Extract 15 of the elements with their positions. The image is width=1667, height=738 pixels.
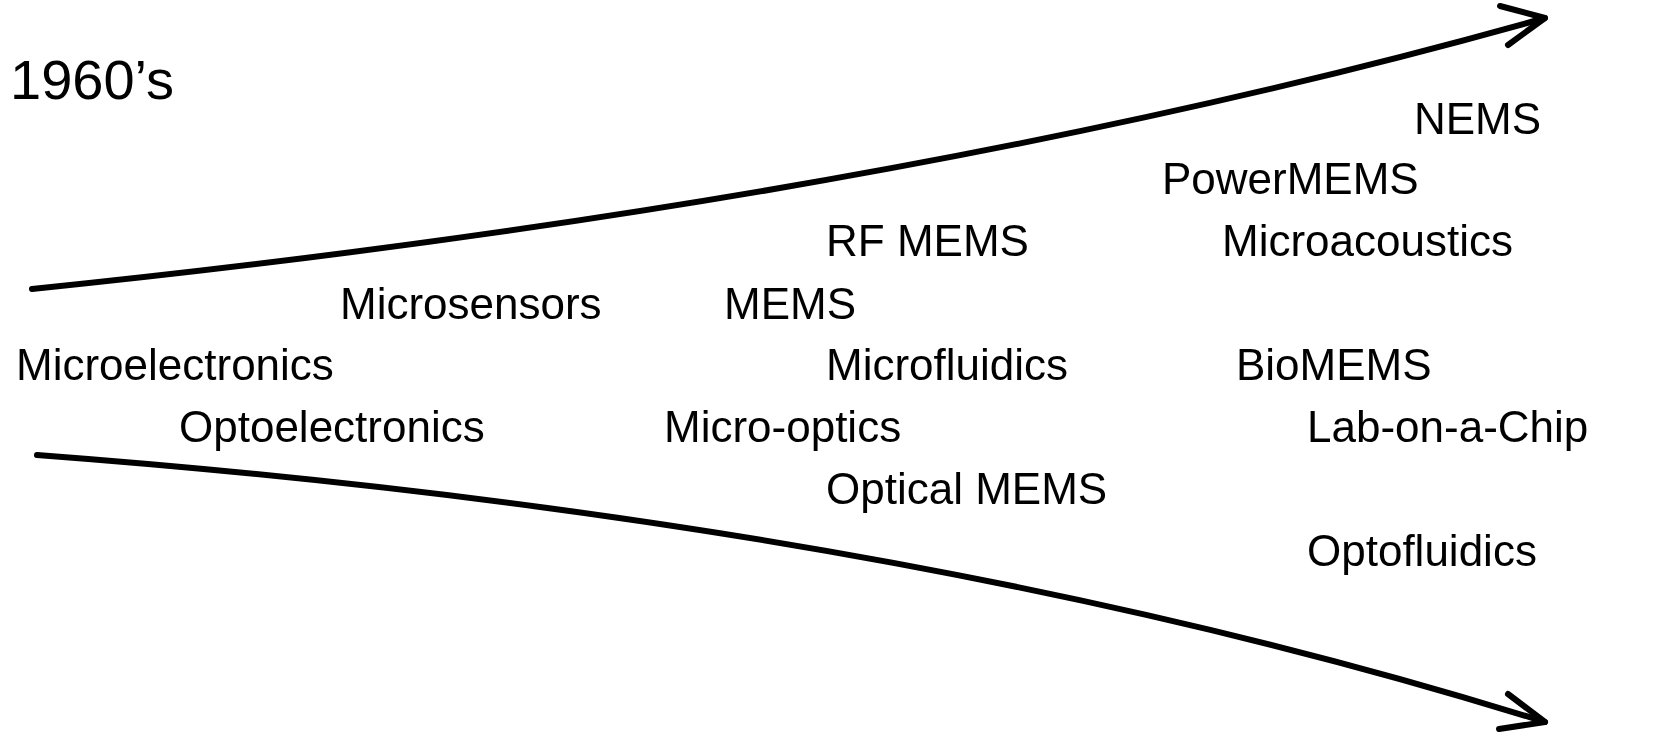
field-label: Optoelectronics: [179, 405, 485, 449]
field-label: Microelectronics: [16, 343, 334, 387]
field-label: Microsensors: [340, 282, 602, 326]
field-label: RF MEMS: [826, 219, 1029, 263]
field-label: Lab-on-a-Chip: [1307, 405, 1589, 449]
field-label: PowerMEMS: [1162, 157, 1419, 201]
field-label: Microfluidics: [826, 343, 1069, 387]
field-label: Micro-optics: [664, 405, 902, 449]
field-label: MEMS: [724, 282, 856, 326]
field-label: Optical MEMS: [826, 467, 1108, 511]
field-label: Optofluidics: [1307, 529, 1537, 573]
field-label: NEMS: [1414, 97, 1542, 141]
field-label: BioMEMS: [1236, 343, 1432, 387]
field-label: Microacoustics: [1222, 219, 1513, 263]
field-label: 1960’s: [10, 52, 174, 108]
